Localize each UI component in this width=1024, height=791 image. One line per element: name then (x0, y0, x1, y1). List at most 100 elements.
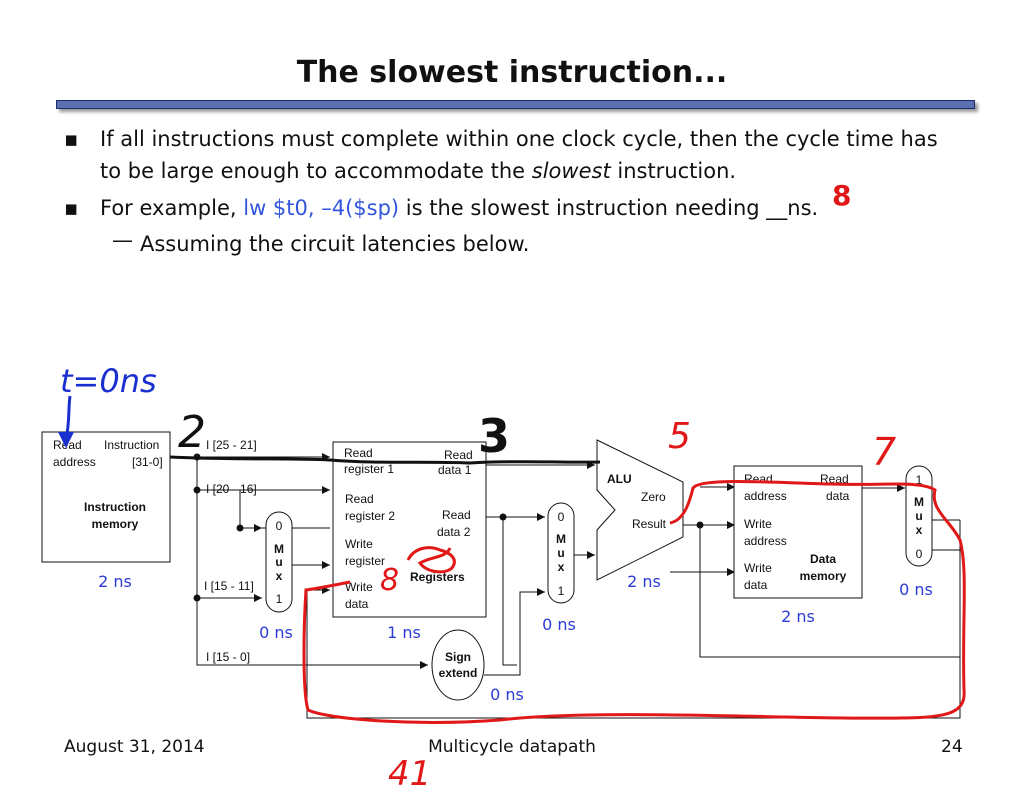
alu: ALU Zero Result 2 ns (596, 439, 684, 591)
mux1-in0: 0 (276, 519, 283, 533)
mux2-in0: 0 (558, 510, 565, 524)
arrow-head (420, 661, 428, 669)
mux2-m: M (556, 532, 566, 546)
regs-read-register-1-a: Read (344, 446, 373, 460)
dmem-latency: 2 ns (781, 607, 815, 626)
bullet-marker-1: ▪ (64, 127, 79, 151)
arrow-head (727, 483, 735, 491)
register-file: Read register 1 Read data 1 Read registe… (332, 441, 487, 642)
arrow-head (254, 594, 262, 602)
imem-latency: 2 ns (98, 572, 132, 591)
mux2-in1: 1 (558, 584, 565, 598)
regs-read-data-1-a: Read (444, 448, 473, 462)
dmem-read-data-b: data (826, 489, 850, 503)
junction-dot (236, 524, 244, 532)
dmem-read-address-a: Read (744, 472, 773, 486)
alu-latency: 2 ns (627, 572, 661, 591)
sext-latency: 0 ns (490, 685, 524, 704)
mux3-in1: 1 (916, 473, 923, 487)
bullet-2-part-b: is the slowest instruction needing __ns. (399, 196, 819, 220)
field-label-25-21: I [25 - 21] (206, 438, 257, 452)
bullet-1-part-a: If all instructions must complete within… (100, 127, 938, 183)
footer-page-number: 24 (941, 737, 963, 757)
annotation-path-black (169, 455, 601, 465)
junction-dot (193, 486, 201, 494)
arrow-head (897, 484, 905, 492)
mux1-u: u (275, 555, 282, 569)
sext-sign: Sign (445, 650, 471, 664)
bullet-text-1: If all instructions must complete within… (100, 123, 960, 187)
mux-regdst: 0 M u x 1 0 ns (259, 511, 293, 642)
arrow-head (322, 561, 330, 569)
sext-extend: extend (439, 666, 478, 680)
data-memory: Read address Read data Write address Wri… (733, 465, 863, 626)
field-label-20-16: I [20 - 16] (206, 482, 257, 496)
dmem-write-data-b: data (744, 578, 768, 592)
bullet-2-part-a: For example, (100, 196, 244, 220)
annotation-arrow-head (58, 432, 74, 448)
mux3-m: M (914, 495, 924, 509)
annotation-3: 3 (478, 409, 510, 463)
regs-read-data-2-a: Read (442, 508, 471, 522)
annotation-scribble (406, 546, 456, 574)
title-rule (56, 100, 975, 109)
dmem-read-address-b: address (744, 489, 787, 503)
bullet-2-code: lw $t0, –4($sp) (243, 196, 400, 220)
arrow-head (322, 486, 330, 494)
annotation-2: 2 (178, 407, 206, 458)
regs-read-data-2-b: data 2 (437, 525, 471, 539)
regs-name: Registers (410, 570, 465, 584)
annotation-8-regs: 8 (380, 563, 399, 598)
imem-name-2: memory (92, 517, 139, 531)
dmem-write-address-b: address (744, 534, 787, 548)
alu-name: ALU (607, 472, 632, 486)
regs-read-register-1-b: register 1 (344, 462, 394, 476)
annotation-start-time: t=0ns (58, 362, 157, 448)
junction-dot (499, 513, 507, 521)
alu-zero: Zero (641, 490, 666, 504)
annotation-5: 5 (668, 416, 691, 457)
arrow-head (254, 524, 262, 532)
mux-memtoreg: 1 M u x 0 0 ns (899, 465, 933, 599)
instruction-memory: Read address Instruction [31-0] Instruct… (41, 431, 171, 591)
junction-dot (696, 521, 704, 529)
arrow-head (537, 513, 545, 521)
regs-write-data-a: Write (345, 580, 373, 594)
imem-name-1: Instruction (84, 500, 146, 514)
mux1-in1: 1 (276, 592, 283, 606)
regs-latency: 1 ns (387, 623, 421, 642)
regs-read-register-2-b: register 2 (345, 509, 395, 523)
imem-address-label: address (53, 455, 96, 469)
sub-bullet-text: Assuming the circuit latencies below. (140, 232, 530, 256)
sub-bullet-dash: — (112, 228, 133, 252)
bullet-marker-2: ▪ (64, 196, 79, 220)
annotation-8-answer: 8 (832, 179, 851, 212)
imem-bits-label: [31-0] (132, 455, 163, 469)
junction-dot (193, 594, 201, 602)
regs-write-register-b: register (345, 554, 385, 568)
regs-write-register-a: Write (345, 537, 373, 551)
annotation-t0: t=0ns (60, 362, 157, 400)
dmem-name-2: memory (800, 569, 847, 583)
arrow-head (727, 521, 735, 529)
mux3-u: u (915, 509, 922, 523)
bullet-1-emphasis: slowest (531, 159, 611, 183)
imem-instruction-label: Instruction (104, 438, 159, 452)
regs-write-data-b: data (345, 597, 369, 611)
alu-result: Result (632, 517, 667, 531)
mux1-latency: 0 ns (259, 623, 293, 642)
field-label-15-0: I [15 - 0] (206, 650, 250, 664)
arrow-head (587, 551, 595, 559)
mux3-in0: 0 (916, 547, 923, 561)
mux3-x: x (916, 523, 923, 537)
mux-alusrc: 0 M u x 1 0 ns (542, 502, 576, 634)
mux2-x: x (558, 560, 565, 574)
mux2-latency: 0 ns (542, 615, 576, 634)
mux1-m: M (274, 542, 284, 556)
footer-title: Multicycle datapath (428, 737, 596, 757)
annotation-path-red (302, 480, 966, 724)
regs-read-register-2-a: Read (345, 492, 374, 506)
mux2-u: u (557, 546, 564, 560)
dmem-write-data-a: Write (744, 561, 772, 575)
bullet-1-part-b: instruction. (610, 159, 737, 183)
